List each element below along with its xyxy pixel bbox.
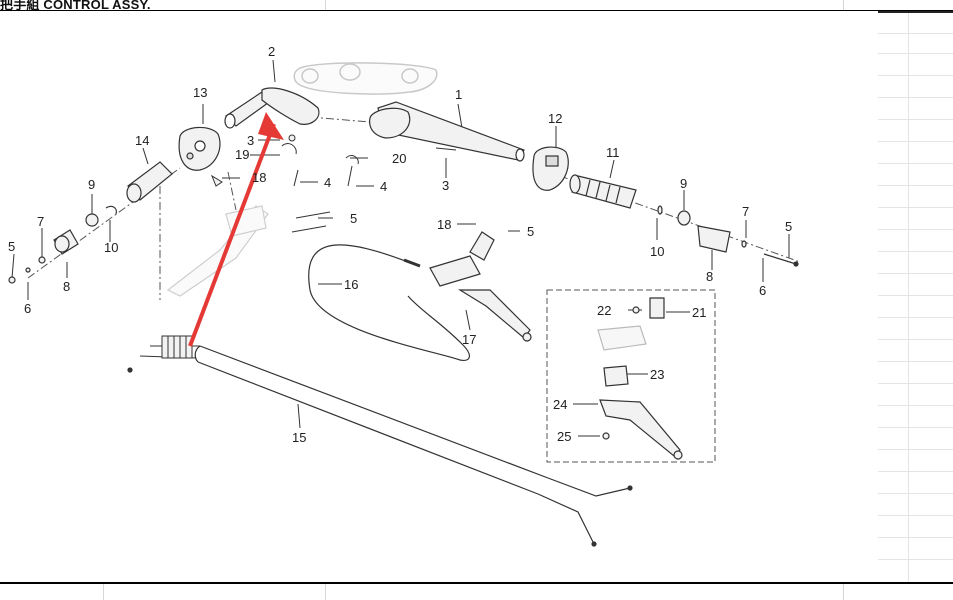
callout: 23 <box>650 367 664 382</box>
annotation-arrow <box>188 123 276 347</box>
callout: 6 <box>24 301 31 316</box>
column-divider <box>325 0 326 10</box>
part-2-handlebar-left <box>224 87 320 129</box>
right-end-parts <box>657 205 799 267</box>
spreadsheet-grid <box>878 13 953 582</box>
callout: 11 <box>606 145 620 160</box>
callout: 5 <box>527 224 534 239</box>
callout: 7 <box>37 214 44 229</box>
part-15-throttle-cable <box>127 345 633 547</box>
callout: 21 <box>692 305 706 320</box>
column-divider <box>843 0 844 10</box>
callout: 3 <box>442 178 449 193</box>
column-divider <box>325 584 326 600</box>
callout: 18 <box>437 217 451 232</box>
callout: 18 <box>252 170 266 185</box>
callout: 10 <box>104 240 118 255</box>
callout: 13 <box>193 85 207 100</box>
cable-adjuster <box>161 335 193 359</box>
callout: 6 <box>759 283 766 298</box>
detail-box <box>546 289 716 463</box>
left-end-parts <box>8 205 117 284</box>
leader-lines <box>11 59 790 437</box>
callout: 15 <box>292 430 306 445</box>
triple-clamp-ghost <box>293 62 438 95</box>
part-1-handlebar <box>369 101 525 162</box>
callout: 4 <box>324 175 331 190</box>
page-title: 把手組 CONTROL ASSY. <box>0 0 151 12</box>
callout: 9 <box>88 177 95 192</box>
callout: 5 <box>8 239 15 254</box>
part-11-throttle-grip <box>569 174 637 209</box>
bottom-rule <box>0 582 953 584</box>
fasteners <box>210 134 457 233</box>
column-divider <box>843 584 844 600</box>
callout: 24 <box>553 397 567 412</box>
callout: 19 <box>235 147 249 162</box>
callout: 16 <box>344 277 358 292</box>
part-14-left-grip <box>126 161 173 203</box>
annotation-arrowhead <box>258 112 284 140</box>
callout: 20 <box>392 151 406 166</box>
callout: 8 <box>63 279 70 294</box>
part-17-clutch-lever <box>429 231 532 342</box>
left-controls-ghost <box>166 205 269 297</box>
callout: 10 <box>650 244 664 259</box>
callout: 7 <box>742 204 749 219</box>
callout: 1 <box>455 87 462 102</box>
part-13-switch-housing <box>178 126 221 171</box>
callout: 17 <box>462 332 476 347</box>
callout: 3 <box>247 133 254 148</box>
callout: 12 <box>548 111 562 126</box>
callout: 22 <box>597 303 611 318</box>
detail-parts <box>597 297 683 460</box>
callout: 4 <box>380 179 387 194</box>
column-divider <box>103 584 104 600</box>
callout: 9 <box>680 176 687 191</box>
part-16-clutch-cable <box>308 244 470 361</box>
top-rule <box>0 10 953 11</box>
callout: 8 <box>706 269 713 284</box>
top-rule-right <box>878 11 953 13</box>
callout: 14 <box>135 133 149 148</box>
callout: 5 <box>350 211 357 226</box>
callout: 5 <box>785 219 792 234</box>
part-12-throttle-housing <box>532 146 569 191</box>
callout: 25 <box>557 429 571 444</box>
callout: 2 <box>268 44 275 59</box>
callout-labels: 1 2 3 3 4 4 5 5 5 5 6 6 7 7 8 8 9 9 10 1… <box>8 44 792 445</box>
